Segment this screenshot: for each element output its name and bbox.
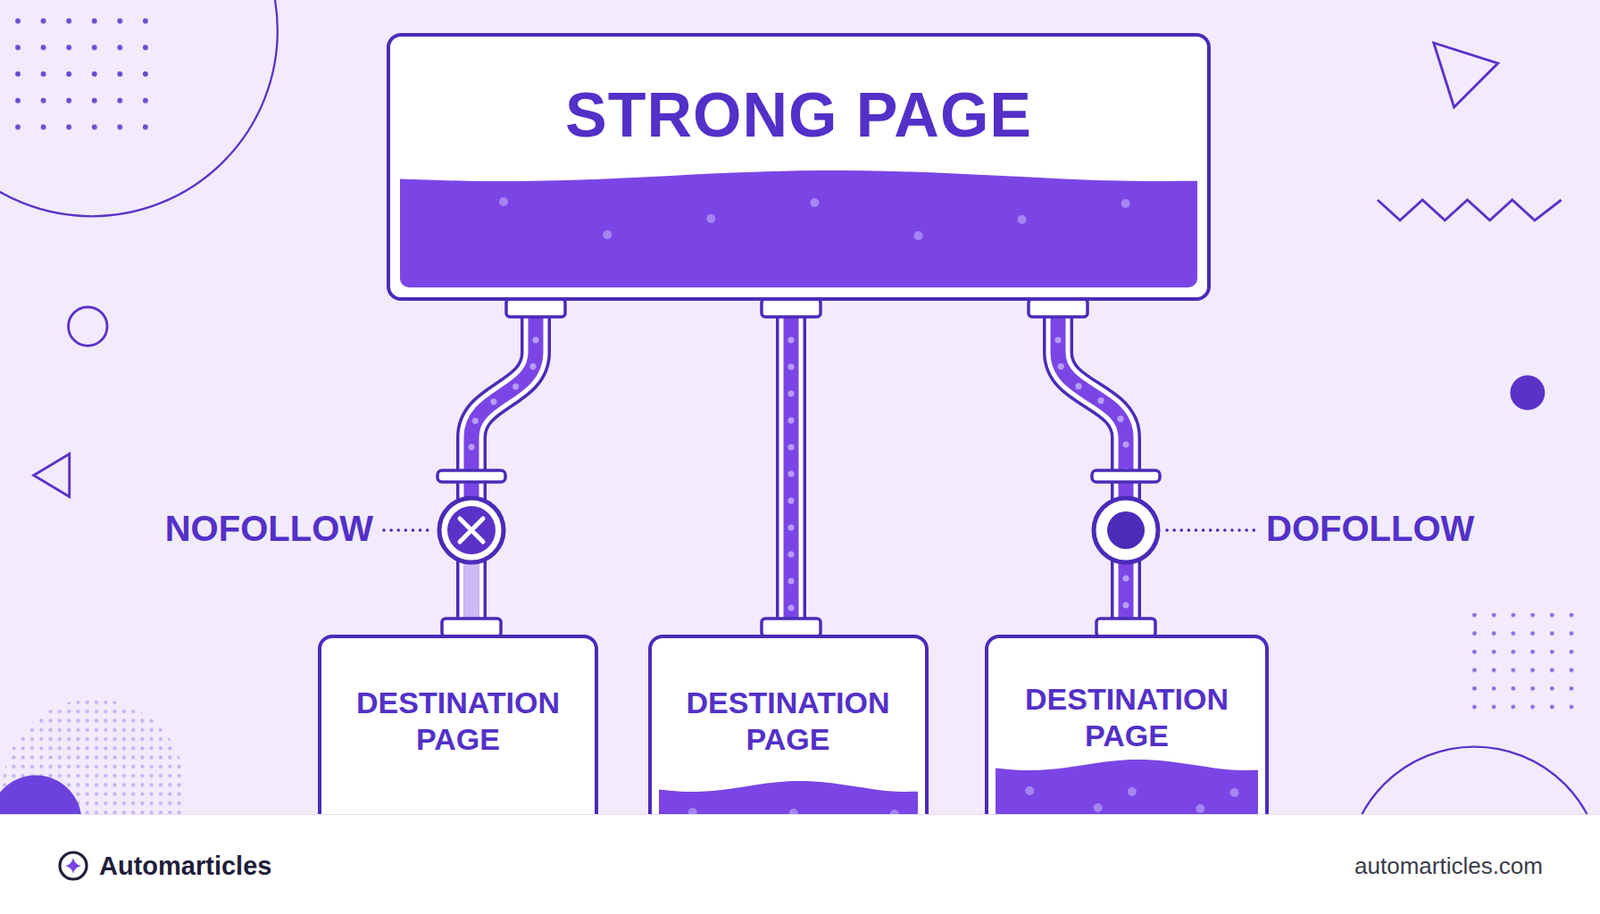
deco-circle bbox=[0, 0, 278, 217]
destination-page-box: DESTINATION PAGE bbox=[317, 634, 599, 845]
pipe-valve bbox=[1091, 470, 1160, 563]
valve-label: NOFOLLOW bbox=[165, 508, 374, 549]
flow-bubble bbox=[1054, 336, 1061, 343]
flow-bubble bbox=[1075, 383, 1082, 390]
flow-bubble bbox=[1122, 601, 1129, 609]
source-page-box: STRONG PAGE bbox=[386, 33, 1211, 301]
page-title: STRONG PAGE bbox=[390, 81, 1208, 150]
flow-bubble bbox=[787, 363, 794, 370]
flow-bubble bbox=[787, 604, 794, 611]
flow-bubble bbox=[1122, 441, 1129, 448]
flow-bubble bbox=[787, 470, 794, 477]
pipe-liquid bbox=[783, 300, 800, 635]
flow-bubble bbox=[472, 417, 479, 425]
flow-bubble bbox=[787, 524, 794, 531]
flow-bubble bbox=[787, 416, 794, 424]
flow-bubble bbox=[1098, 397, 1105, 404]
destination-page-box: DESTINATION PAGE bbox=[648, 634, 929, 845]
logo-icon bbox=[55, 848, 92, 884]
pipe-group bbox=[1028, 299, 1160, 637]
pipe-valve bbox=[437, 470, 506, 563]
pipe-liquid bbox=[1058, 300, 1126, 635]
page-title: DESTINATION PAGE bbox=[1006, 681, 1248, 755]
dot-grid bbox=[1470, 611, 1577, 714]
flow-bubble bbox=[787, 336, 794, 343]
page-title: DESTINATION PAGE bbox=[667, 684, 909, 759]
pipe-connector bbox=[775, 300, 807, 635]
dot-grid bbox=[13, 16, 157, 131]
deco-dot bbox=[1509, 375, 1545, 411]
pipe-group bbox=[761, 299, 821, 637]
pipe-liquid bbox=[471, 300, 536, 635]
pipe-group bbox=[437, 299, 566, 637]
pipe-flange bbox=[761, 618, 821, 637]
leader-line bbox=[383, 528, 431, 533]
footer-bar: Automarticles automarticles.com bbox=[0, 814, 1600, 914]
flow-bubble bbox=[467, 443, 475, 450]
pipe-wall bbox=[779, 300, 804, 635]
flow-bubble bbox=[787, 443, 794, 450]
flow-bubble bbox=[787, 390, 794, 397]
flow-bubble bbox=[787, 577, 794, 584]
destination-page-box: DESTINATION PAGE bbox=[984, 634, 1269, 845]
pipe-flange bbox=[761, 299, 821, 317]
flow-bubble bbox=[532, 336, 539, 343]
pipe-connector bbox=[1058, 300, 1126, 635]
pipe-connector bbox=[471, 300, 536, 635]
pipe-flange bbox=[441, 618, 501, 637]
pipe-flange bbox=[1028, 299, 1088, 317]
deco-triangle bbox=[1433, 42, 1499, 108]
deco-ring bbox=[68, 307, 108, 346]
pipe-wall bbox=[1058, 300, 1126, 635]
flow-bubble bbox=[787, 497, 794, 504]
pipe-flange bbox=[506, 299, 566, 317]
page-title: DESTINATION PAGE bbox=[337, 684, 579, 759]
flow-bubble bbox=[1058, 363, 1065, 370]
flow-bubble bbox=[490, 398, 497, 405]
deco-triangle bbox=[33, 454, 70, 498]
website-url: automarticles.com bbox=[1354, 852, 1543, 881]
flow-bubble bbox=[787, 550, 794, 558]
flow-bubble bbox=[529, 363, 536, 370]
liquid-fill bbox=[390, 36, 1211, 301]
leader-line bbox=[1166, 528, 1256, 533]
flow-bubble bbox=[1122, 575, 1129, 582]
valve-label: DOFOLLOW bbox=[1266, 508, 1475, 549]
flow-bubble bbox=[512, 383, 519, 390]
pipe-wall bbox=[471, 300, 536, 635]
flow-bubble bbox=[1116, 416, 1124, 423]
pipe-flange bbox=[1096, 618, 1156, 637]
brand-name: Automarticles bbox=[99, 851, 272, 882]
deco-zigzag bbox=[1377, 200, 1562, 221]
